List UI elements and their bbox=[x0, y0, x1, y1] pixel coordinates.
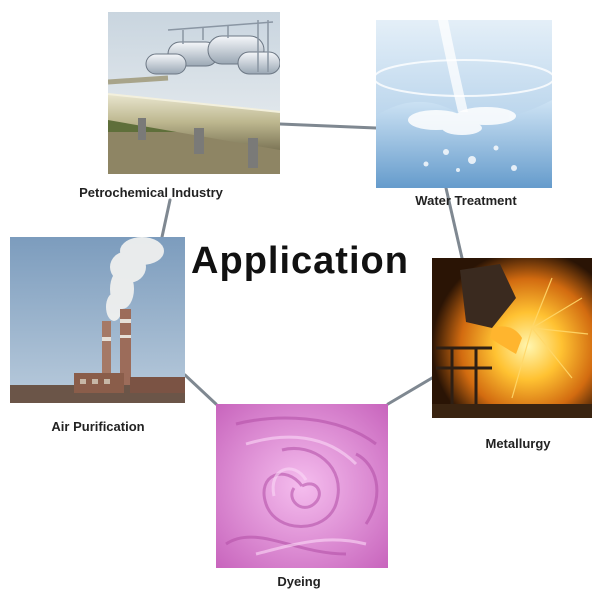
label-metallurgy: Metallurgy bbox=[485, 436, 551, 451]
label-dyeing: Dyeing bbox=[277, 574, 321, 589]
connector-water-metal bbox=[444, 186, 464, 260]
connector-metal-dye bbox=[386, 376, 434, 406]
water-treatment-photo bbox=[376, 20, 552, 188]
connector-air-petro bbox=[160, 198, 172, 239]
diagram-title: Application bbox=[191, 240, 409, 282]
connector-dye-air bbox=[183, 373, 218, 406]
petrochemical-photo bbox=[108, 12, 280, 174]
dyeing-photo bbox=[216, 404, 388, 568]
label-petrochemical-industry: Petrochemical Industry bbox=[79, 185, 223, 200]
label-water-treatment: Water Treatment bbox=[415, 193, 517, 208]
connector-petro-water bbox=[278, 122, 378, 130]
air-purification-photo bbox=[10, 237, 185, 403]
label-air-purification: Air Purification bbox=[51, 419, 145, 434]
metallurgy-photo bbox=[432, 258, 592, 418]
